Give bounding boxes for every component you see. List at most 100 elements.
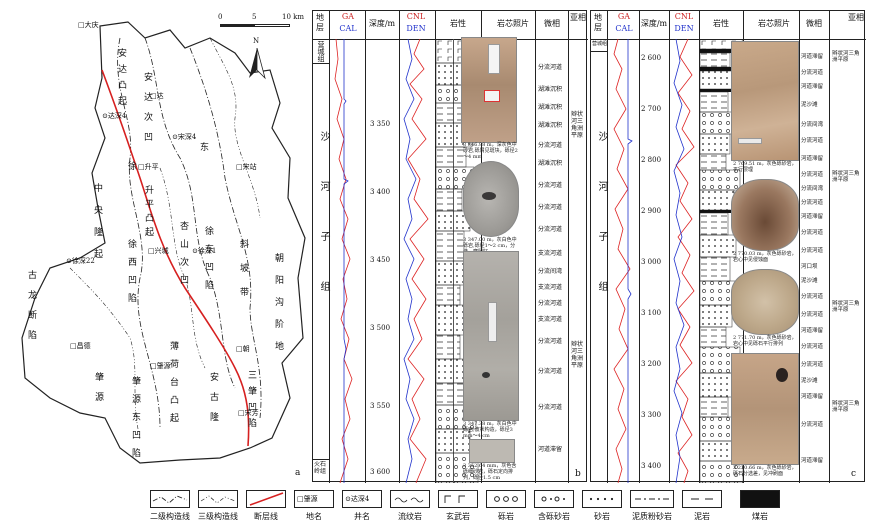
legend-label-8: 含砾砂岩 xyxy=(538,512,570,521)
caption-b-4: 3 352.64 mm，灰色含砾细砂岩，砾石定向排列，砾径1.5 cm xyxy=(463,463,517,481)
region-sanzhao-depression: 三肇凹陷 xyxy=(248,371,258,429)
legend-place-sample: 肇源 xyxy=(303,495,318,503)
micro-c-9: 分流河道 xyxy=(801,200,824,206)
legend-label-0: 二级构造线 xyxy=(150,512,190,521)
header-den-b: DEN xyxy=(406,24,426,33)
micro-c-17: 河道滞留 xyxy=(801,328,824,334)
legend-label-7: 砾岩 xyxy=(498,512,514,521)
legend-coal-symbol xyxy=(740,490,780,508)
caption-b-3: 3 347.38 m，灰白色中砾岩,波状构造，砾径3 mm～4 cm xyxy=(463,421,517,439)
header-photo-c: 岩芯照片 xyxy=(758,19,790,28)
ga-cal-curves-c xyxy=(613,39,633,483)
micro-c-13: 河口坝 xyxy=(801,264,818,270)
micro-c-16: 分流河道 xyxy=(801,312,824,318)
micro-b-17: 河道滞留 xyxy=(538,446,563,453)
sub-facies-b-1: 辫状河三角洲平原 xyxy=(571,341,584,369)
unit-yingcheng-b: 营城组 xyxy=(317,41,325,62)
micro-c-8: 分流间湾 xyxy=(801,186,824,192)
secondary-structure-line-3 xyxy=(189,47,262,419)
legend-label-4: 井名 xyxy=(354,512,370,521)
tertiary-structure-line-2 xyxy=(209,37,261,219)
region-slope: 斜坡带 xyxy=(240,240,250,298)
legend-secondary-line-symbol xyxy=(150,490,190,508)
header-strat-c: 地层 xyxy=(594,13,602,32)
region-central-uplift: 中央隆起 xyxy=(94,184,104,260)
tertiary-structure-line xyxy=(69,267,141,439)
micro-c-14: 泥沙滩 xyxy=(801,278,818,284)
micro-c-4: 分流间湾 xyxy=(801,122,824,128)
core-photo-b-3 xyxy=(463,251,519,421)
micro-c-6: 河道滞留 xyxy=(801,156,824,162)
header-sub-b: 亚相 xyxy=(570,13,586,22)
micro-b-1: 湖滩沉积 xyxy=(538,86,563,93)
north-arrow-icon xyxy=(249,48,266,80)
sub-facies-c-2: 辫状河三角洲平原 xyxy=(832,301,860,313)
sub-facies-c-3: 辫状河三角洲平原 xyxy=(832,401,860,413)
caption-c-3: 2 771.70 m，灰色砾砂岩，岩心中见砾石平行排列 xyxy=(733,335,797,347)
secondary-structure-line xyxy=(117,37,161,429)
micro-c-19: 分流河道 xyxy=(801,362,824,368)
header-cal-b: CAL xyxy=(339,24,357,33)
micro-b-0: 分流河道 xyxy=(538,64,563,71)
header-micro-c: 微相 xyxy=(806,19,822,28)
micro-b-11: 支流河道 xyxy=(538,284,563,291)
region-xudong-depression: 徐东凹陷 xyxy=(205,227,215,291)
place-chao: □朝 xyxy=(236,345,250,353)
unit-yingcheng-c: 营城组 xyxy=(592,41,608,47)
header-lith-b: 岩性 xyxy=(450,19,466,28)
depth-label-b-2: 3 450 xyxy=(370,256,391,264)
legend-pebbly-sandstone-symbol xyxy=(534,490,574,508)
legend-mudstone-symbol xyxy=(682,490,722,508)
header-cnl-c: CNL xyxy=(674,12,694,21)
micro-b-7: 分流河道 xyxy=(538,204,563,211)
place-dong: □昌德 xyxy=(70,342,91,350)
unit-shahezi-b: 沙河子组 xyxy=(318,131,329,331)
micro-c-1: 分流河道 xyxy=(801,70,824,76)
cnl-den-curves-b xyxy=(403,39,429,483)
depth-label-b-5: 3 600 xyxy=(370,468,391,476)
legend-argillaceous-siltstone-symbol xyxy=(630,490,674,508)
legend-sandstone-symbol xyxy=(582,490,622,508)
legend-label-12: 煤岩 xyxy=(752,512,768,521)
micro-b-6: 分流河道 xyxy=(538,182,563,189)
caption-c-1: 2 769.51 m，灰色砾砂岩，平行层理 xyxy=(733,161,797,173)
depth-label-c-2: 2 800 xyxy=(641,156,662,164)
unit-shahezi-c: 沙河子组 xyxy=(596,131,607,331)
micro-c-2: 河道滞留 xyxy=(801,84,824,90)
micro-b-14: 分流河道 xyxy=(538,338,563,345)
micro-facies-list-b: 分流河道 湖滩沉积 湖滩沉积 湖滩沉积 分流河道 湖滩沉积 分流河道 分流河道 … xyxy=(536,39,568,483)
legend-place-symbol: □肇源 xyxy=(294,490,334,508)
legend-label-9: 砂岩 xyxy=(594,512,610,521)
micro-b-8: 分流河道 xyxy=(538,226,563,233)
micro-b-3: 湖滩沉积 xyxy=(538,122,563,129)
legend-label-2: 断层线 xyxy=(254,512,278,521)
region-anda-sag: 安达次凹 xyxy=(144,73,154,143)
place-daqing: □大庆 xyxy=(78,21,99,29)
well-songshen4: ⊙宋深4 xyxy=(172,133,197,141)
depth-label-c-8: 3 400 xyxy=(641,462,662,470)
micro-b-16: 分流河道 xyxy=(538,404,563,411)
panel-label-b: b xyxy=(575,469,581,479)
region-angu: 安古隆 xyxy=(210,373,220,423)
micro-c-20: 泥沙滩 xyxy=(801,378,818,384)
micro-c-15: 分流河道 xyxy=(801,294,824,300)
core-photo-c-2 xyxy=(731,179,799,251)
micro-b-9: 支流河道 xyxy=(538,250,563,257)
panel-label-a: a xyxy=(295,468,301,478)
header-sub-c: 亚相 xyxy=(848,13,864,22)
header-depth-c: 深度/m xyxy=(640,19,668,28)
secondary-structure-line-2 xyxy=(144,37,236,389)
place-songfang: □宋芳 xyxy=(238,409,259,417)
micro-c-12: 分流河道 xyxy=(801,248,824,254)
micro-c-23: 河道滞留 xyxy=(801,458,824,464)
header-ga-c: GA xyxy=(617,12,631,21)
region-anda-uplift: 安达凸起 xyxy=(118,49,128,107)
region-xuxi-depression: 徐西凹陷 xyxy=(128,240,138,304)
legend-label-1: 三级构造线 xyxy=(198,512,238,521)
micro-b-5: 湖滩沉积 xyxy=(538,160,563,167)
core-photo-b-1 xyxy=(461,37,517,143)
micro-c-18: 分流河道 xyxy=(801,344,824,350)
legend-well-symbol: ⊙达深4 xyxy=(342,490,382,508)
micro-b-15: 分流河道 xyxy=(538,368,563,375)
micro-b-10: 分流间湾 xyxy=(538,268,563,275)
